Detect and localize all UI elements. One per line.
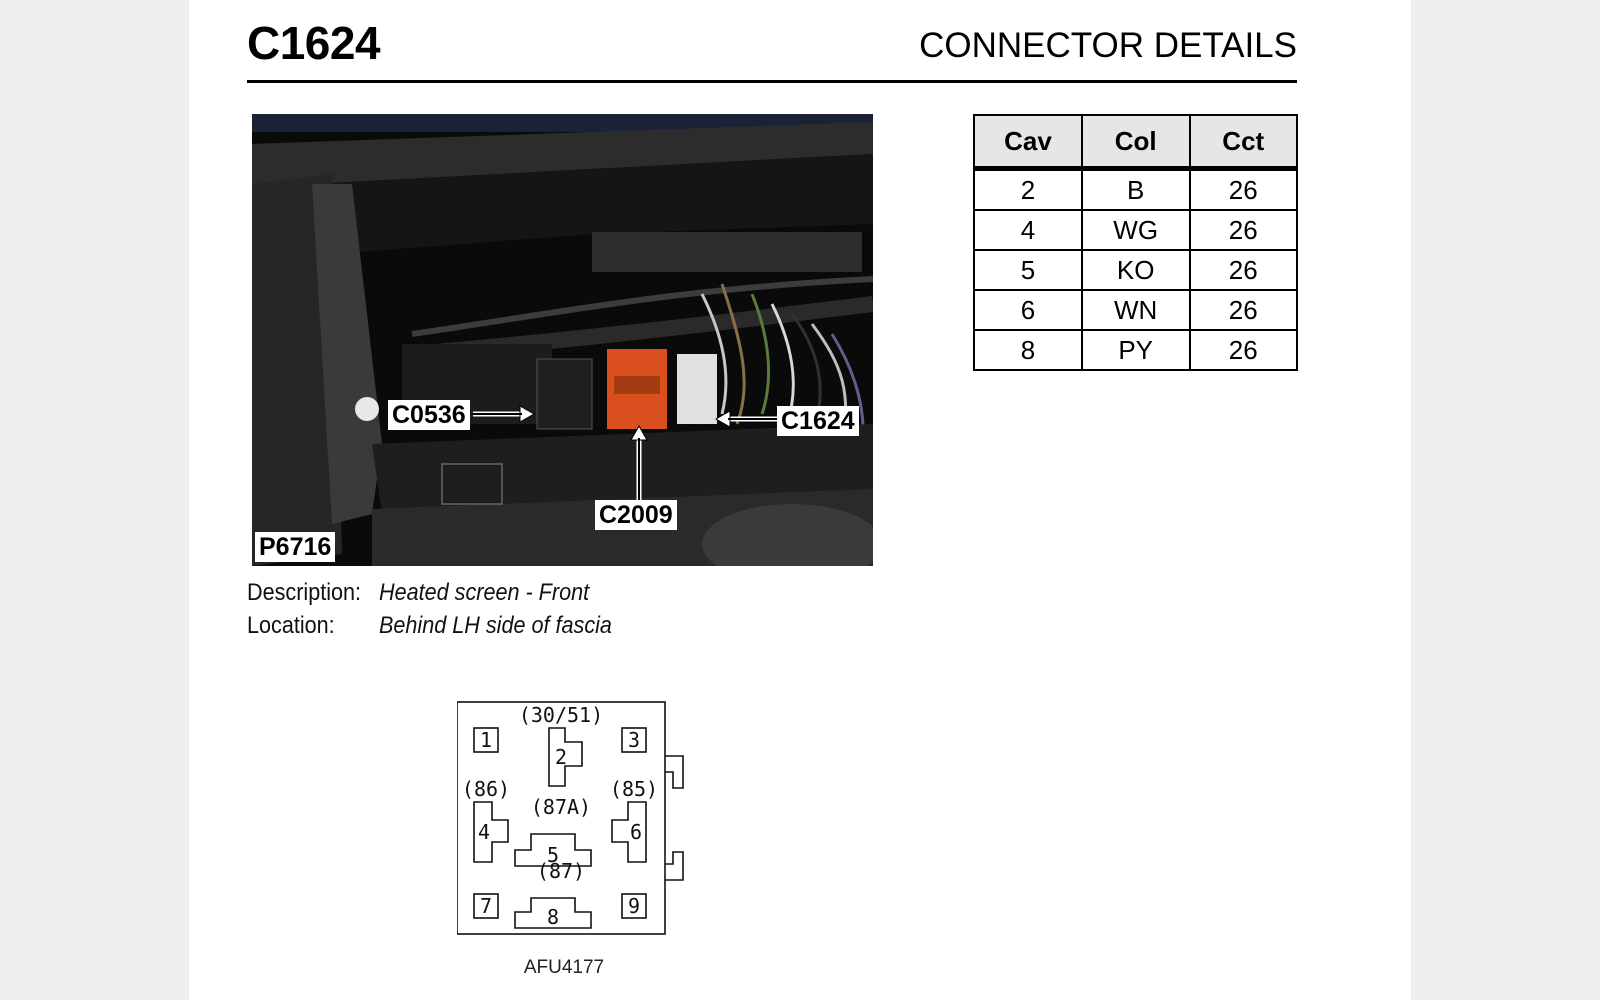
cell-cct: 26: [1188, 167, 1299, 211]
callout-c0536: C0536: [388, 400, 470, 430]
column-header-cav: Cav: [973, 114, 1083, 171]
table-row: 2 B 26: [973, 167, 1299, 211]
terminal-label-87a: (87A): [531, 795, 591, 819]
cell-cct: 26: [1188, 289, 1299, 331]
location-label: Location:: [247, 612, 335, 639]
table-row: 8 PY 26: [973, 329, 1299, 371]
cavity-7-box: [473, 893, 499, 919]
cell-cct: 26: [1188, 249, 1299, 291]
cavity-number-1: 1: [480, 728, 492, 752]
document-header: C1624 CONNECTOR DETAILS: [247, 16, 1297, 83]
cell-cct: 26: [1188, 209, 1299, 251]
column-header-cct: Cct: [1188, 114, 1299, 171]
document-page: C1624 CONNECTOR DETAILS: [189, 0, 1411, 1000]
description-row: Description: Heated screen - Front: [247, 576, 638, 609]
cell-col: KO: [1080, 249, 1191, 291]
cavity-number-3: 3: [628, 728, 640, 752]
diagram-figure-code: AFU4177: [523, 957, 605, 978]
cavity-number-7: 7: [480, 894, 492, 918]
pin-table-header-row: Cav Col Cct: [973, 114, 1299, 171]
latch-upper: [665, 755, 684, 789]
connector-outline: [457, 701, 666, 935]
cavity-4-shape: [473, 801, 509, 863]
cell-col: B: [1080, 167, 1191, 211]
description-value: Heated screen - Front: [379, 579, 590, 606]
cavity-5-shape: [514, 833, 592, 867]
connector-face-diagram: (30/51) (86) (85) (87A) (87) 1 2 3 4 5 6…: [457, 701, 684, 935]
cavity-9-box: [621, 893, 647, 919]
connector-info: Description: Heated screen - Front Locat…: [247, 576, 638, 642]
callout-c1624: C1624: [777, 406, 859, 436]
cavity-number-2: 2: [555, 745, 567, 769]
cavity-number-4: 4: [478, 820, 490, 844]
cell-cav: 8: [973, 329, 1083, 371]
cell-cav: 2: [973, 167, 1083, 211]
table-row: 5 KO 26: [973, 249, 1299, 291]
location-value: Behind LH side of fascia: [379, 612, 612, 639]
latch-lower: [665, 851, 684, 881]
cell-col: PY: [1080, 329, 1191, 371]
cavity-number-9: 9: [628, 894, 640, 918]
cell-cct: 26: [1188, 329, 1299, 371]
pin-table: Cav Col Cct 2 B 26 4 WG 26 5 KO 26 6: [973, 114, 1299, 371]
cell-col: WG: [1080, 209, 1191, 251]
description-label: Description:: [247, 579, 362, 606]
location-row: Location: Behind LH side of fascia: [247, 609, 638, 642]
callout-c2009: C2009: [595, 500, 677, 530]
cavity-8-shape: [514, 897, 592, 929]
terminal-label-87: (87): [537, 859, 585, 883]
cell-cav: 6: [973, 289, 1083, 331]
cavity-2-shape: [548, 727, 583, 787]
page-title: CONNECTOR DETAILS: [919, 26, 1297, 65]
cavity-number-8: 8: [547, 905, 559, 929]
cavity-3-box: [621, 727, 647, 753]
location-photo: C0536 C2009 C1624 P6716: [252, 114, 873, 566]
cavity-number-6: 6: [630, 820, 642, 844]
cell-col: WN: [1080, 289, 1191, 331]
column-header-col: Col: [1080, 114, 1191, 171]
photo-figure-id: P6716: [255, 532, 336, 562]
terminal-label-30-51: (30/51): [519, 703, 603, 727]
table-row: 4 WG 26: [973, 209, 1299, 251]
table-row: 6 WN 26: [973, 289, 1299, 331]
cavity-1-box: [473, 727, 499, 753]
cell-cav: 4: [973, 209, 1083, 251]
cavity-number-5: 5: [547, 843, 559, 867]
terminal-label-86: (86): [462, 777, 510, 801]
cell-cav: 5: [973, 249, 1083, 291]
cavity-6-shape: [611, 801, 647, 863]
connector-id: C1624: [247, 17, 381, 69]
photo-illustration: [252, 114, 873, 566]
terminal-label-85: (85): [610, 777, 658, 801]
